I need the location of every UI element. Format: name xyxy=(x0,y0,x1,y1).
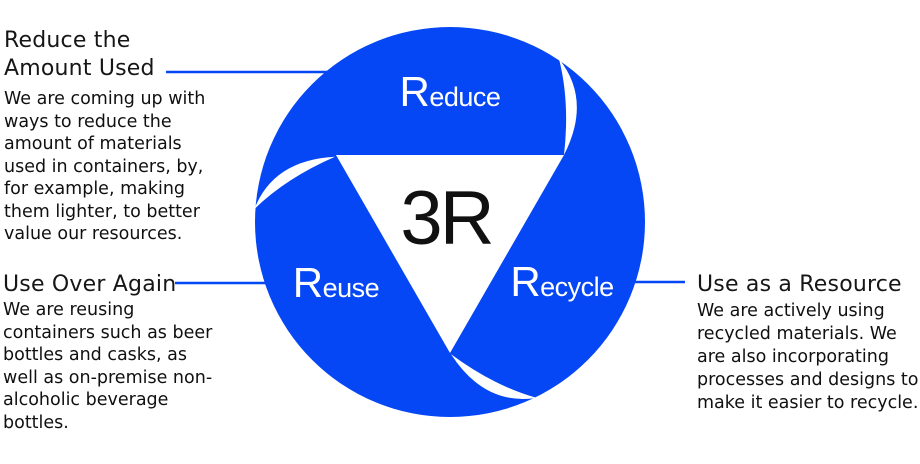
annotation-reduce-heading-line1: Reduce the xyxy=(4,28,131,53)
annotation-recycle-body: We are actively using recycled materials… xyxy=(697,300,918,415)
segment-label-rest: euse xyxy=(322,273,380,303)
body-line: alcoholic beverage xyxy=(3,390,169,410)
body-line: value our resources. xyxy=(4,224,183,244)
segment-label-reuse: Reuse xyxy=(292,259,380,315)
body-line: containers such as beer xyxy=(3,322,213,343)
body-line: ways to reduce the xyxy=(4,111,172,132)
segment-label-initial: R xyxy=(292,259,323,306)
body-line: used in containers, by, xyxy=(4,156,204,177)
body-line: recycled materials. We xyxy=(697,324,897,344)
body-line: bottles. xyxy=(3,412,69,433)
segment-label-initial: R xyxy=(510,258,541,305)
cycle-dividers xyxy=(245,59,577,414)
annotation-reduce-heading-line2: Amount Used xyxy=(4,56,155,81)
body-line: amount of materials xyxy=(4,134,182,154)
center-label-3r: 3R xyxy=(400,176,494,261)
annotation-reduce-heading: Reduce the Amount Used xyxy=(4,27,155,83)
body-line: We are coming up with xyxy=(4,89,206,109)
segment-label-recycle: Recycle xyxy=(510,258,614,314)
segment-label-reduce: Reduce xyxy=(400,70,501,124)
body-line: for example, making xyxy=(4,179,186,199)
body-line: We are actively using xyxy=(697,301,885,321)
body-line: We are reusing xyxy=(3,300,135,320)
connector-lines xyxy=(166,70,685,285)
segment-label-initial: R xyxy=(399,68,430,115)
segment-label-rest: ecycle xyxy=(540,272,614,302)
center-triangle xyxy=(336,155,564,353)
body-line: processes and designs to xyxy=(697,370,919,390)
annotation-reuse-body: We are reusing containers such as beer b… xyxy=(3,299,212,434)
body-line: well as on-premise non- xyxy=(3,367,213,388)
body-line: make it easier to recycle. xyxy=(697,393,919,413)
annotation-reduce-body: We are coming up with ways to reduce the… xyxy=(4,88,205,246)
body-line: bottles and casks, as xyxy=(3,345,188,365)
annotation-recycle-heading: Use as a Resource xyxy=(697,272,902,297)
body-line: are also incorporating xyxy=(697,347,889,367)
annotation-reuse-heading: Use Over Again xyxy=(3,272,177,297)
segment-label-rest: educe xyxy=(429,82,501,112)
body-line: them lighter, to better xyxy=(4,201,200,222)
